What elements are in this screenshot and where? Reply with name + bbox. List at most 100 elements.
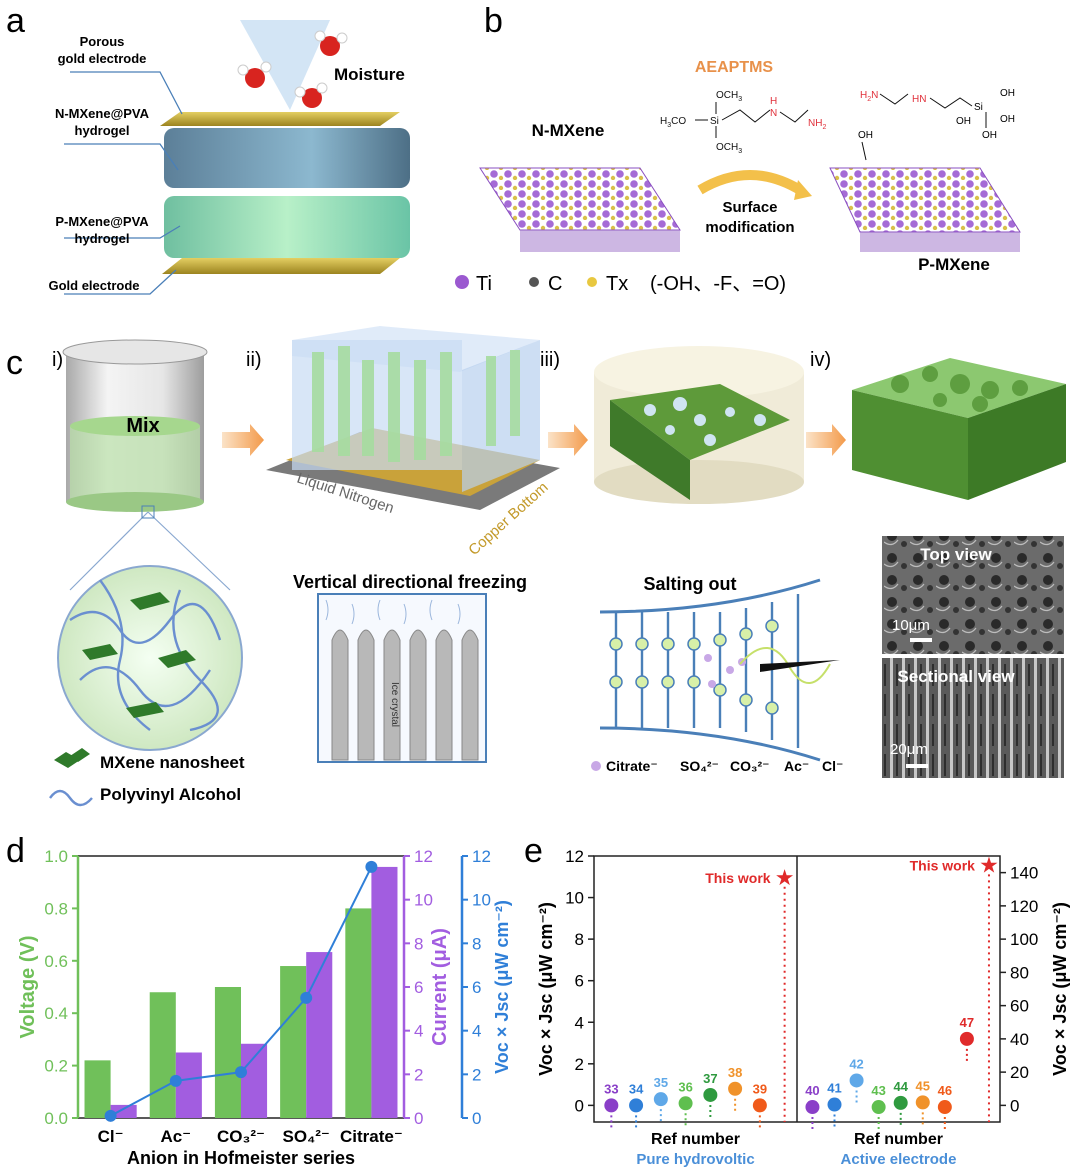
bar-voltage [280, 966, 307, 1118]
ref-point [937, 1100, 952, 1115]
y-tick-label: 2 [575, 1055, 584, 1074]
step-iv: iv) [810, 349, 831, 371]
x-tick-label: CO₃²⁻ [217, 1127, 265, 1146]
y-tick-label: 8 [575, 930, 584, 949]
ref-label: 36 [678, 1079, 692, 1094]
y2-tick-label: 2 [414, 1065, 423, 1084]
beaker [62, 339, 208, 512]
ref-point [604, 1098, 619, 1113]
n-mxene-hydrogel [164, 128, 410, 188]
ref-label: 34 [629, 1081, 644, 1096]
y-tick-label: 0.6 [44, 952, 68, 971]
bar-current [110, 1104, 137, 1118]
y2-tick-label: 100 [1010, 930, 1038, 949]
ref-label: 33 [604, 1081, 618, 1096]
x-axis-sublabel: Pure hydrovoltic [636, 1151, 754, 1168]
ref-label: 42 [849, 1056, 863, 1071]
ref-point [827, 1097, 842, 1112]
ref-label: 47 [960, 1015, 974, 1030]
y2-axis-label: Current (μA) [429, 928, 451, 1046]
y-tick-label: 1.0 [44, 847, 68, 866]
ref-label: 44 [893, 1079, 908, 1094]
mix-label: Mix [126, 415, 159, 437]
y-tick-label: 0.0 [44, 1109, 68, 1128]
panel-b: AEAPTMS OCH3 H3CO Si OCH3 HN NH2 N-MXene… [455, 59, 1021, 295]
reagent-label: AEAPTMS [695, 59, 774, 76]
blade-icon [760, 660, 840, 672]
moisture-flow [240, 20, 330, 110]
ref-point [871, 1100, 886, 1115]
legend-c: C [548, 273, 562, 295]
p-mxene-lattice [829, 167, 1021, 233]
sem-sectional-view [882, 658, 1064, 778]
process-arrow-2 [548, 424, 588, 456]
salting-diagram [599, 578, 840, 762]
ref-point [752, 1098, 767, 1113]
y2-tick-label: 0 [414, 1109, 423, 1128]
x-axis-label: Ref number [854, 1131, 943, 1148]
y3-tick-label: 6 [472, 978, 481, 997]
svg-text:OCH3: OCH3 [716, 90, 742, 103]
y3-tick-label: 2 [472, 1065, 481, 1084]
ref-label: 37 [703, 1071, 717, 1086]
sem-top-title: Top view [920, 545, 992, 564]
hydrogel-block-iv [852, 358, 1066, 500]
legend-mxene: MXene nanosheet [100, 753, 245, 772]
x-axis-label: Anion in Hofmeister series [127, 1148, 355, 1168]
x-tick-label: Cl⁻ [98, 1127, 124, 1146]
ref-point [959, 1031, 974, 1046]
y3-axis-label: Voc × Jsc (μW cm⁻²) [492, 900, 512, 1074]
sem-sec-title: Sectional view [897, 667, 1015, 686]
y-axis-label: Voltage (V) [17, 936, 39, 1039]
y-tick-label: 6 [575, 972, 584, 991]
y2-tick-label: 20 [1010, 1063, 1029, 1082]
mxene-nanosheet-icon [54, 748, 90, 768]
this-work-label: This work [705, 870, 771, 886]
bar-voltage [84, 1060, 111, 1118]
x-tick-label: Citrate⁻ [340, 1127, 403, 1146]
y2-tick-label: 140 [1010, 864, 1038, 883]
svg-text:OH: OH [858, 130, 873, 141]
c-atom-icon [529, 277, 539, 287]
svg-text:Si: Si [974, 102, 983, 113]
step-iii: iii) [540, 349, 560, 371]
scale-bar [906, 764, 928, 768]
process-arrow-3 [806, 424, 846, 456]
x-tick-label: Ac⁻ [160, 1127, 191, 1146]
y-tick-label: 0 [575, 1096, 584, 1115]
ref-point [728, 1081, 743, 1096]
ion-chloride: Cl⁻ [822, 758, 843, 774]
point-power [169, 1074, 182, 1087]
n-mxene-title: N-MXene [532, 121, 605, 140]
y-tick-label: 0.8 [44, 899, 68, 918]
bar-current [241, 1043, 268, 1118]
ref-label: 35 [654, 1075, 668, 1090]
ref-label: 38 [728, 1065, 742, 1080]
chart-d: 0.00.20.40.60.81.0024681012024681012Volt… [17, 847, 512, 1168]
y2-tick-label: 4 [414, 1022, 423, 1041]
y-tick-label: 4 [575, 1013, 584, 1032]
y2-tick-label: 12 [414, 847, 433, 866]
panel-label-d: d [6, 832, 25, 870]
svg-text:NH2: NH2 [808, 118, 826, 131]
salting-title: Salting out [644, 574, 737, 594]
porous-gold-electrode [160, 112, 400, 126]
y-tick-label: 0.2 [44, 1057, 68, 1076]
hydrogel-cylinder [594, 346, 804, 504]
y2-tick-label: 60 [1010, 997, 1029, 1016]
water-molecule-icon [237, 30, 348, 108]
y2-tick-label: 6 [414, 978, 423, 997]
y2-tick-label: 40 [1010, 1030, 1029, 1049]
y3-tick-label: 10 [472, 891, 491, 910]
bar-voltage [345, 908, 372, 1118]
ref-label: 40 [805, 1083, 819, 1098]
ref-point [703, 1087, 718, 1102]
ice-crystal-label: Ice crystal [389, 682, 400, 727]
panel-label-a: a [6, 2, 25, 40]
y2-tick-label: 80 [1010, 963, 1029, 982]
